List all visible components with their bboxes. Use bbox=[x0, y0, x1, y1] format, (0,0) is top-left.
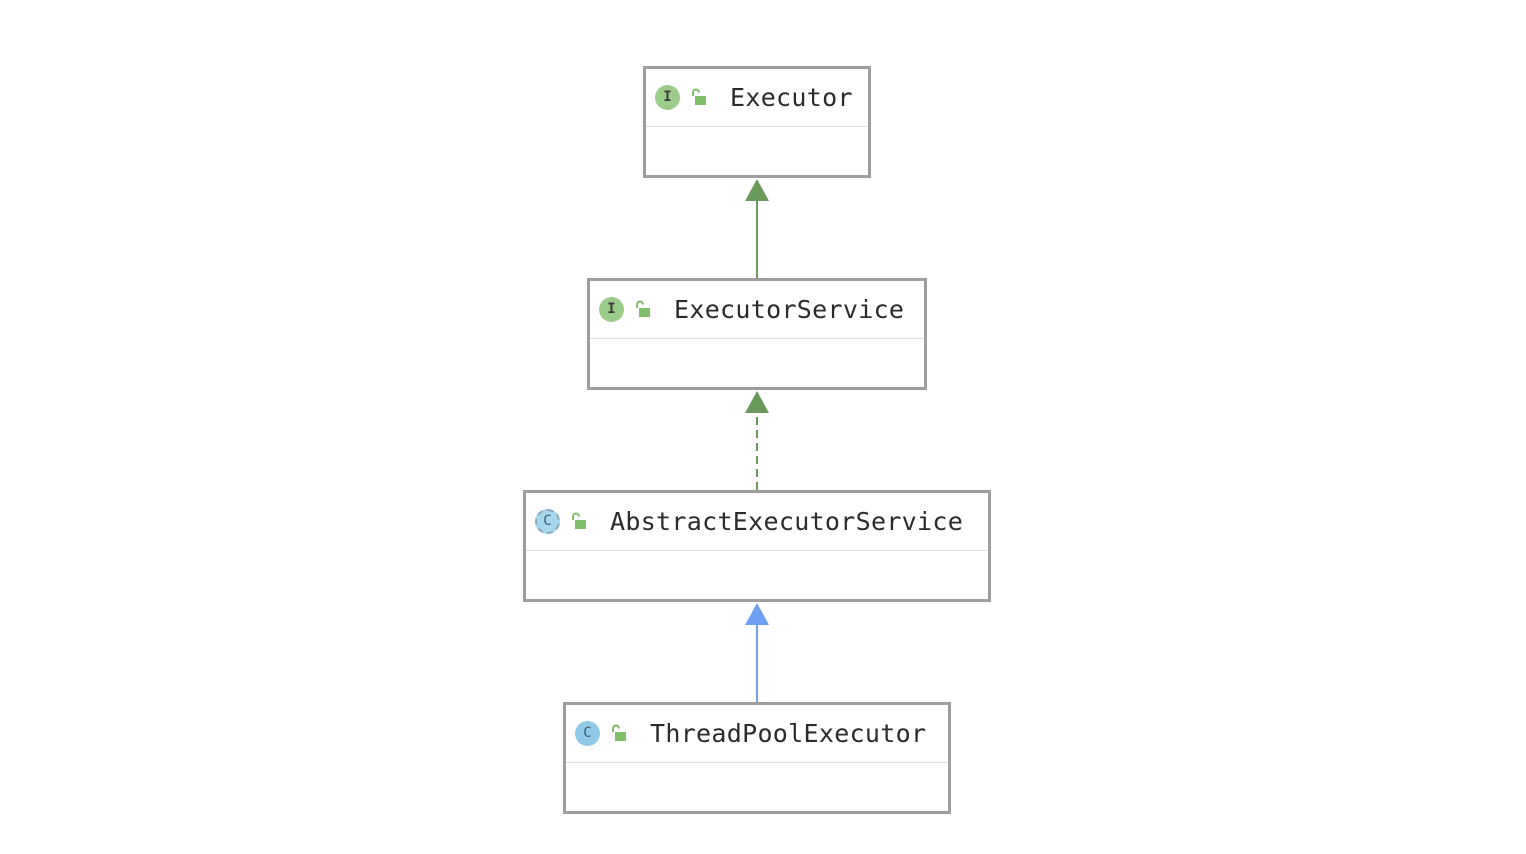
node-name: Executor bbox=[730, 83, 853, 112]
node-name: ExecutorService bbox=[674, 295, 905, 324]
node-name: AbstractExecutorService bbox=[610, 507, 964, 536]
node-members bbox=[566, 763, 948, 811]
node-header: I ExecutorService bbox=[590, 281, 924, 339]
node-executor[interactable]: I Executor bbox=[643, 66, 871, 178]
interface-icon: I bbox=[599, 297, 624, 322]
node-header: C AbstractExecutorService bbox=[526, 493, 988, 551]
interface-icon: I bbox=[655, 85, 680, 110]
node-members bbox=[526, 551, 988, 599]
node-header: I Executor bbox=[646, 69, 868, 127]
edge-arrowhead bbox=[745, 391, 769, 413]
public-lock-icon bbox=[572, 512, 586, 529]
public-lock-icon bbox=[692, 88, 706, 105]
public-lock-icon bbox=[636, 300, 650, 317]
node-name: ThreadPoolExecutor bbox=[650, 719, 927, 748]
node-members bbox=[646, 127, 868, 175]
class-icon: C bbox=[575, 721, 600, 746]
node-members bbox=[590, 339, 924, 387]
edge-arrowhead bbox=[745, 603, 769, 625]
abstract-class-icon: C bbox=[535, 509, 560, 534]
node-abstractexecutorservice[interactable]: C AbstractExecutorService bbox=[523, 490, 991, 602]
node-header: C ThreadPoolExecutor bbox=[566, 705, 948, 763]
node-executorservice[interactable]: I ExecutorService bbox=[587, 278, 927, 390]
public-lock-icon bbox=[612, 724, 626, 741]
node-threadpoolexecutor[interactable]: C ThreadPoolExecutor bbox=[563, 702, 951, 814]
edge-arrowhead bbox=[745, 179, 769, 201]
